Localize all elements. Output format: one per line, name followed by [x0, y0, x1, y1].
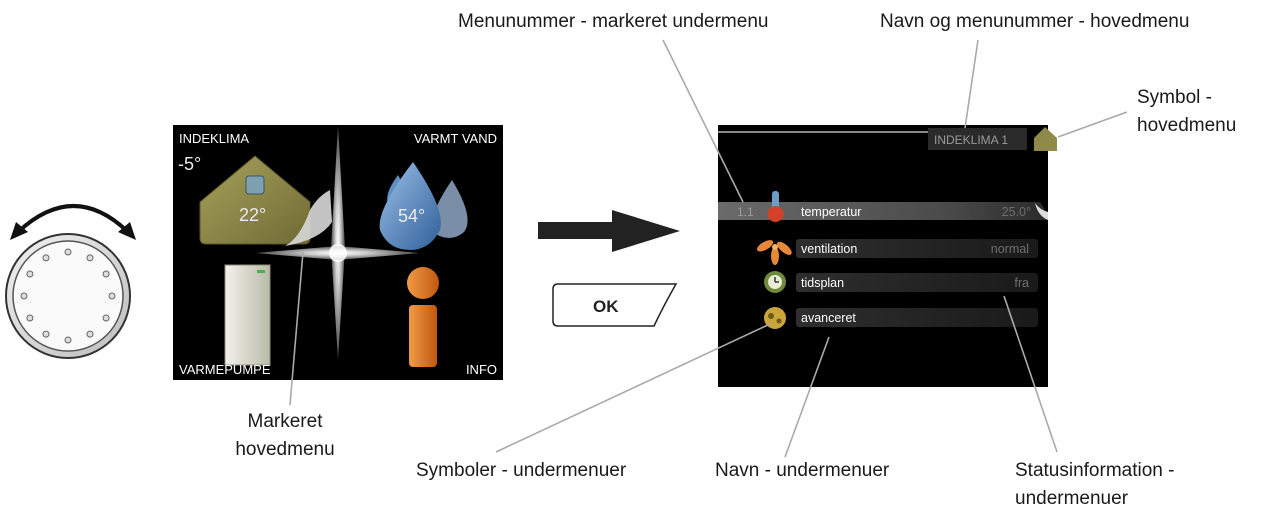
knob-face [12, 240, 124, 352]
ok-button[interactable]: OK [552, 283, 678, 327]
selection-star [255, 125, 420, 360]
main-menu-screen: INDEKLIMA VARMT VAND VARMEPUMPE INFO -5°… [173, 125, 503, 380]
submenu-item-status-2: normal [991, 242, 1029, 256]
knob-dots [20, 248, 116, 344]
knob-dot [42, 254, 50, 262]
clock-icon [764, 271, 786, 293]
leader-lines [289, 39, 1128, 458]
submenu-row-avanceret[interactable] [796, 308, 1038, 327]
knob-dot [20, 292, 28, 300]
main-menu-label-info[interactable]: INFO [466, 362, 497, 377]
submenu-item-status-3: fra [1014, 276, 1029, 290]
callout-name-number-main: Navn og menunummer - hovedmenu [880, 11, 1189, 32]
knob-dot [42, 330, 50, 338]
control-knob[interactable] [5, 204, 136, 359]
knob-dot [26, 314, 34, 322]
submenu-row-tidsplan[interactable] [796, 273, 1038, 292]
arrow-head-right [118, 222, 136, 240]
knob-dot [108, 292, 116, 300]
selected-row-corner-curl [1035, 203, 1048, 220]
leader-names-sub [784, 336, 830, 458]
submenu-item-name-4: avanceret [801, 311, 856, 325]
submenu-header-title: INDEKLIMA 1 [934, 133, 1008, 147]
thermometer-icon [767, 191, 784, 222]
submenu-screen: INDEKLIMA 1 1.1 temperatur 25.0° ventila… [718, 125, 1057, 387]
rotate-arrow-icon [16, 204, 130, 234]
main-menu-house-icon [1034, 127, 1057, 151]
callout-marked-main-line1: Markeret [248, 411, 324, 432]
callout-symbol-main-line1: Symbol - [1137, 87, 1212, 108]
knob-dot [64, 336, 72, 344]
main-menu-label-indeklima[interactable]: INDEKLIMA [179, 131, 249, 146]
knob-dot [86, 330, 94, 338]
submenu-row-ventilation[interactable] [796, 239, 1038, 258]
callout-menu-number: Menunummer - markeret undermenu [458, 11, 768, 32]
knob-dot [86, 254, 94, 262]
leader-name-number-main [964, 39, 979, 129]
heat-pump-icon[interactable] [224, 264, 271, 366]
knob-dot [26, 270, 34, 278]
submenu-item-name-2: ventilation [801, 242, 857, 256]
info-icon[interactable] [407, 267, 439, 367]
leader-symbol-main [1057, 111, 1128, 138]
leader-symbols-sub [495, 323, 771, 453]
arrow-head-left [10, 222, 28, 240]
knob-dot [102, 314, 110, 322]
transition-arrow [538, 210, 680, 252]
callout-status-line2: undermenuer [1015, 488, 1129, 509]
leader-menu-number [662, 39, 744, 203]
submenu-row-temperatur[interactable] [718, 202, 1048, 220]
main-menu-label-varmt-vand[interactable]: VARMT VAND [414, 131, 497, 146]
leader-status [1003, 295, 1058, 453]
knob-dot [102, 270, 110, 278]
callout-status-line1: Statusinformation - [1015, 460, 1174, 481]
main-menu-label-varmepumpe[interactable]: VARMEPUMPE [179, 362, 271, 377]
callout-symbols-sub: Symboler - undermenuer [416, 460, 627, 481]
callout-marked-main-line2: hovedmenu [235, 439, 334, 460]
submenu-selected-number: 1.1 [737, 205, 754, 219]
hot-water-drops-icon[interactable] [379, 162, 468, 250]
knob-dot [64, 248, 72, 256]
ok-button-label: OK [593, 297, 619, 316]
submenu-item-status-1: 25.0° [1002, 205, 1031, 219]
indoor-temp-value: 22° [239, 205, 266, 225]
submenu-item-name-3: tidsplan [801, 276, 844, 290]
hot-water-temp-value: 54° [398, 206, 425, 226]
fan-icon [757, 240, 792, 265]
leader-marked-main [289, 251, 304, 406]
callout-symbol-main-line2: hovedmenu [1137, 115, 1236, 136]
callout-names-sub: Navn - undermenuer [715, 460, 890, 481]
submenu-item-name-1: temperatur [801, 205, 861, 219]
outdoor-temp-value: -5° [178, 154, 201, 174]
